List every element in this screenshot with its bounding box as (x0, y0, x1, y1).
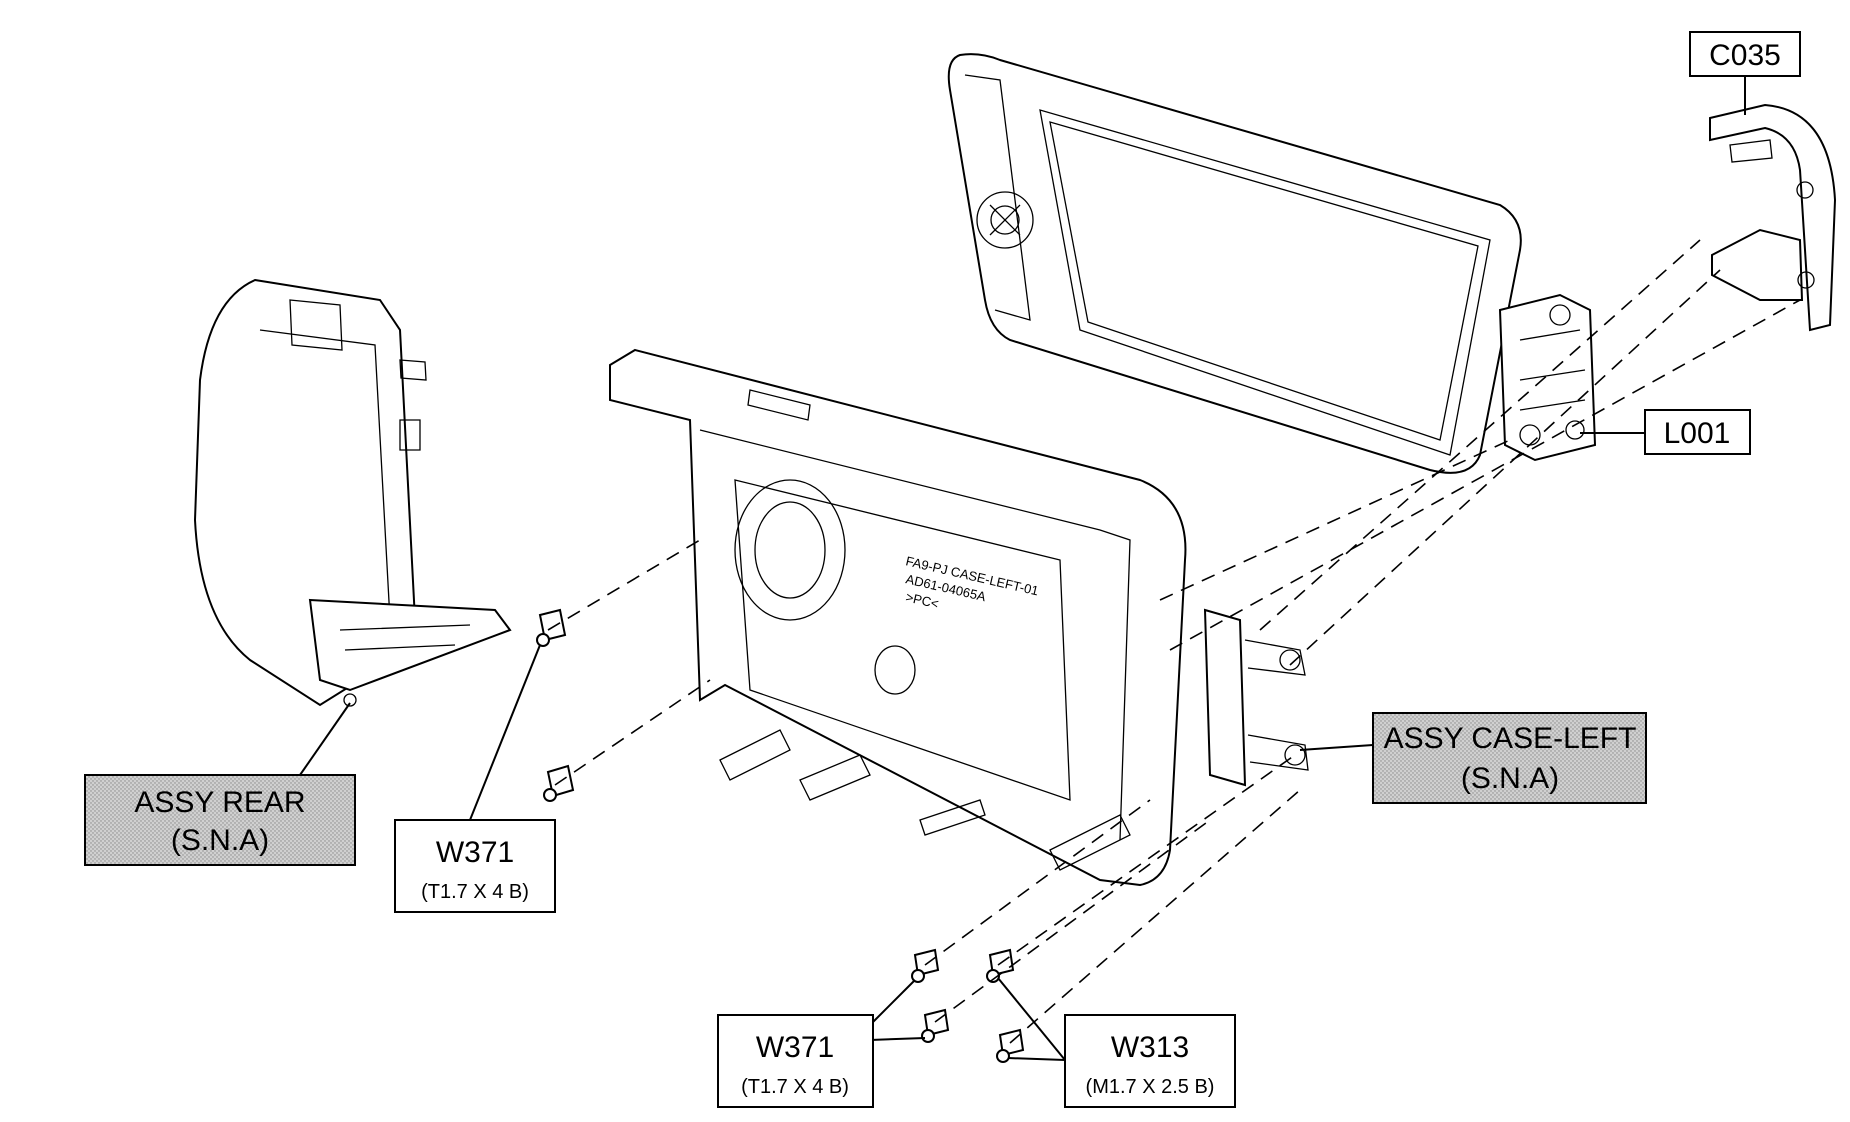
callout-assy-case-left: ASSY CASE-LEFT (S.N.A) (1372, 712, 1647, 804)
assembly-guide-lines (547, 239, 1801, 1044)
assy-case-left-line2: (S.N.A) (1461, 762, 1559, 795)
assy-rear-part (193, 278, 512, 707)
callout-w371-left: W371 (T1.7 X 4 B) (394, 819, 556, 913)
case-marking-line3: >PC< (904, 589, 940, 611)
w313-code: W313 (1111, 1031, 1189, 1064)
leader-lines (299, 75, 1746, 1061)
c035-label: C035 (1709, 39, 1781, 72)
w371-bottom-code: W371 (756, 1031, 834, 1064)
lcd-display-panel (947, 53, 1522, 474)
callout-c035: C035 (1689, 31, 1801, 77)
w313-spec: (M1.7 X 2.5 B) (1086, 1076, 1215, 1098)
lcd-hinge-l001 (1498, 293, 1597, 462)
l001-label: L001 (1664, 417, 1731, 450)
callout-w371-bottom: W371 (T1.7 X 4 B) (717, 1014, 874, 1108)
callout-l001: L001 (1644, 409, 1751, 455)
assy-rear-line1: ASSY REAR (134, 786, 305, 819)
assy-case-left-line1: ASSY CASE-LEFT (1384, 722, 1637, 755)
assy-rear-line2: (S.N.A) (171, 824, 269, 857)
screw-w371-upper (536, 608, 567, 647)
screw-w313-1 (986, 948, 1015, 983)
cover-c035 (1709, 103, 1837, 332)
screw-w371-bottom-1 (911, 948, 940, 983)
w371-left-code: W371 (436, 836, 514, 869)
callout-w313: W313 (M1.7 X 2.5 B) (1064, 1014, 1236, 1108)
w371-bottom-spec: (T1.7 X 4 B) (741, 1076, 849, 1098)
callout-assy-rear: ASSY REAR (S.N.A) (84, 774, 356, 866)
assy-case-left-part: FA9-PJ CASE-LEFT-01 AD61-04065A >PC< (609, 348, 1309, 887)
w371-left-spec: (T1.7 X 4 B) (421, 881, 529, 903)
